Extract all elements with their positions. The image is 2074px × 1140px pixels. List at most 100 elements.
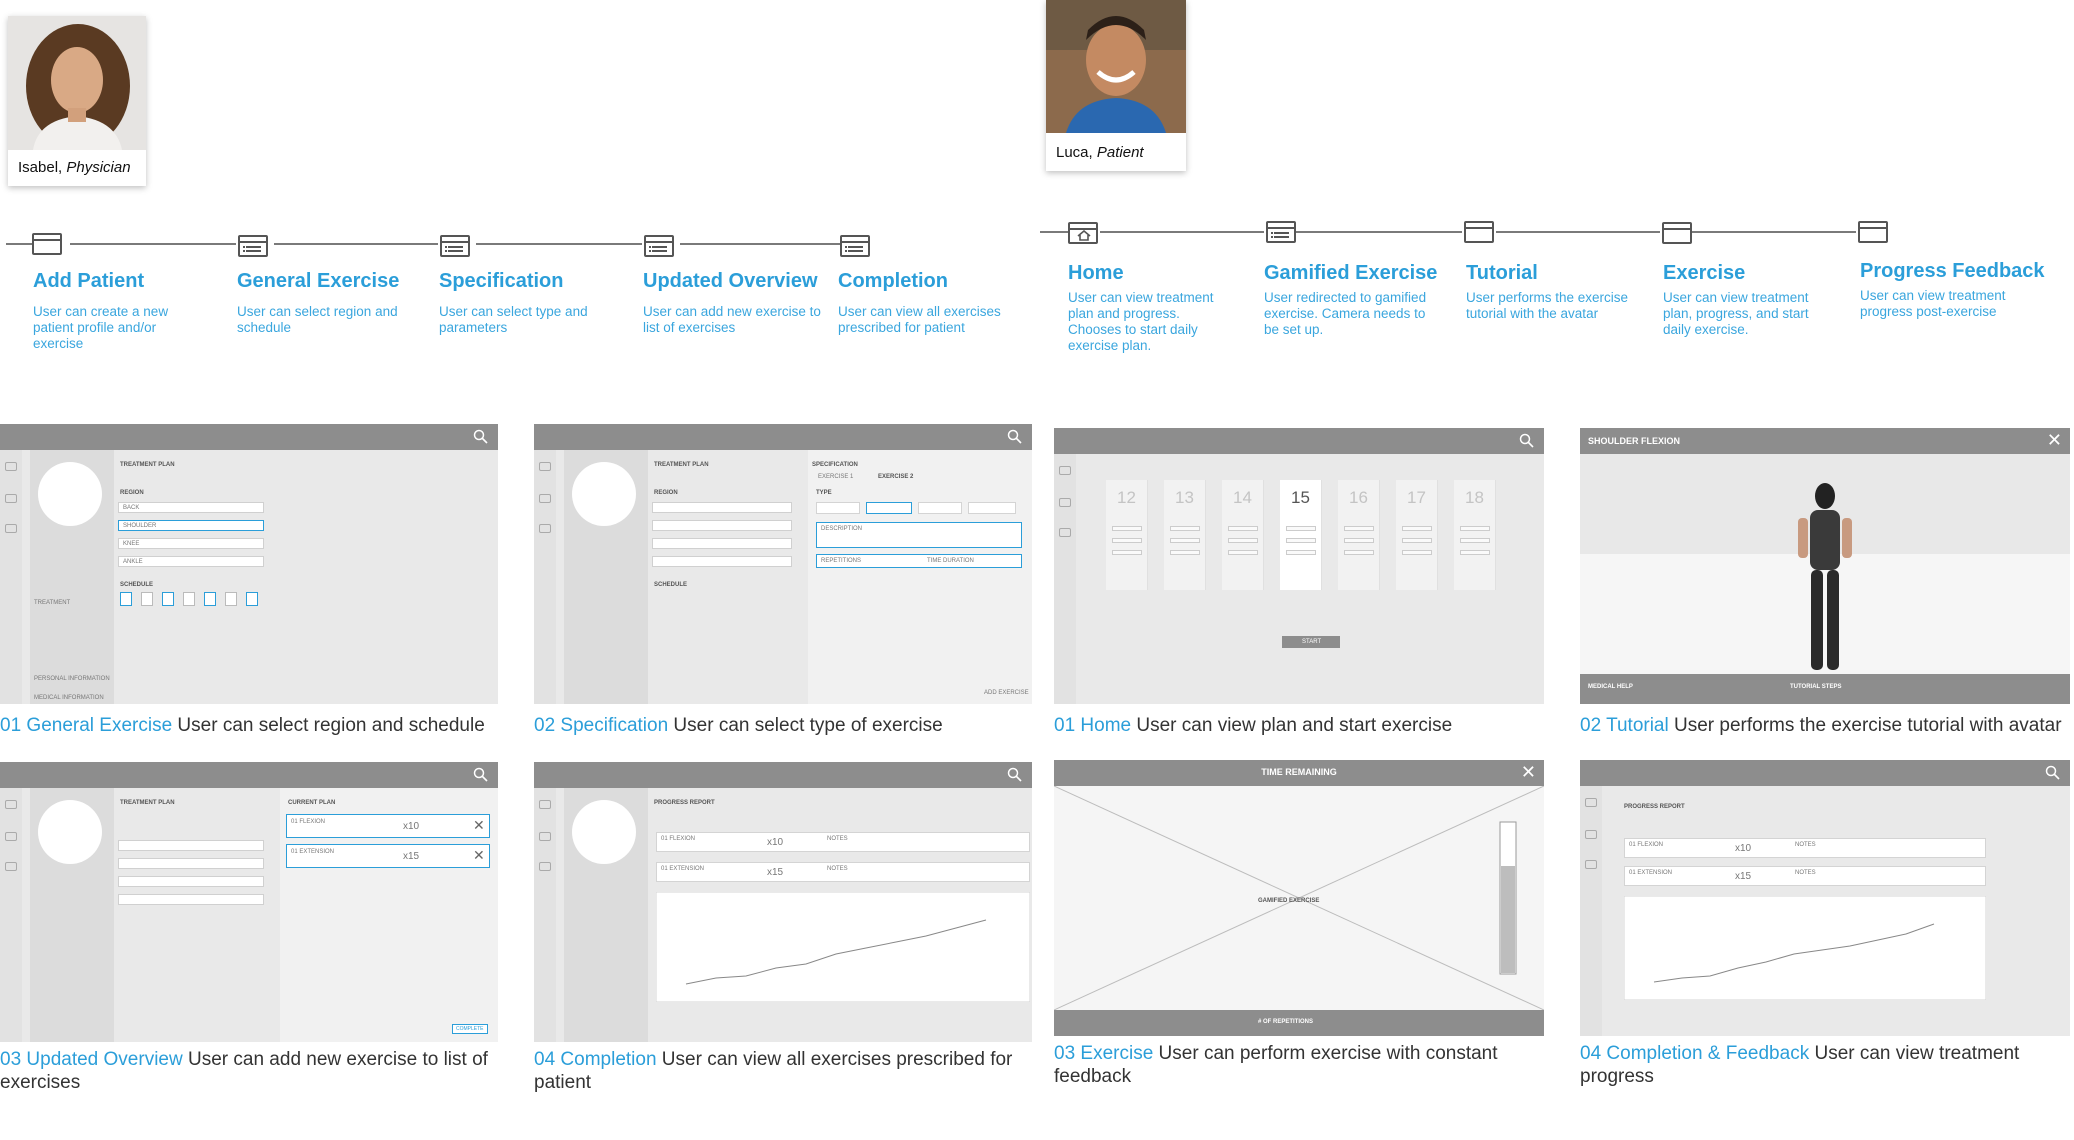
region-row-back[interactable]: BACK (118, 502, 264, 513)
sidebar (0, 788, 22, 1042)
type-option[interactable] (918, 502, 962, 514)
patient-panel: TREATMENT PERSONAL INFORMATION MEDICAL I… (30, 450, 114, 704)
window-icon (32, 233, 62, 255)
type-option-selected[interactable] (866, 502, 912, 514)
chat-icon[interactable] (1585, 860, 1597, 869)
start-button[interactable]: START (1282, 636, 1340, 648)
user-icon[interactable] (1059, 466, 1071, 475)
day-toggle[interactable] (162, 592, 174, 606)
window-icon (1464, 221, 1494, 243)
sidebar (0, 450, 22, 704)
list-window-icon (440, 235, 470, 257)
folder-icon[interactable] (1585, 830, 1597, 839)
step-title-exercise: Exercise (1663, 262, 1746, 284)
close-icon[interactable]: ✕ (1520, 762, 1536, 782)
user-icon[interactable] (5, 462, 17, 471)
description-field[interactable]: DESCRIPTION (816, 522, 1022, 548)
patient-flow-line (1040, 231, 1068, 233)
folder-icon[interactable] (5, 494, 17, 503)
search-icon[interactable] (1519, 433, 1534, 448)
step-title-updated-overview: Updated Overview (643, 270, 818, 292)
region-row[interactable] (118, 894, 264, 905)
region-row[interactable] (652, 538, 792, 549)
user-icon[interactable] (539, 800, 551, 809)
caption-completion-feedback: 04 Completion & Feedback User can view t… (1580, 1043, 2020, 1087)
folder-icon[interactable] (1059, 498, 1071, 507)
caption-specification: 02 Specification User can select type of… (534, 715, 943, 736)
day-toggle[interactable] (225, 592, 237, 606)
search-icon[interactable] (473, 429, 488, 444)
complete-button[interactable]: COMPLETE (452, 1024, 488, 1034)
folder-icon[interactable] (539, 832, 551, 841)
close-icon[interactable]: ✕ (2046, 430, 2062, 450)
close-icon[interactable]: ✕ (473, 817, 485, 833)
region-row-knee[interactable]: KNEE (118, 538, 264, 549)
folder-icon[interactable] (5, 832, 17, 841)
avatar (572, 462, 636, 526)
close-icon[interactable]: ✕ (473, 847, 485, 863)
calendar-day[interactable]: 14 (1222, 480, 1264, 590)
physician-persona-card: Isabel, Physician (8, 16, 146, 186)
region-row-shoulder[interactable]: SHOULDER (118, 520, 264, 531)
user-icon[interactable] (5, 800, 17, 809)
avatar (572, 800, 636, 864)
step-desc-completion: User can view all exercises prescribed f… (838, 304, 1001, 335)
patient-photo (1046, 0, 1186, 133)
caption-exercise: 03 Exercise User can perform exercise wi… (1054, 1043, 1498, 1087)
screen-exercise: TIME REMAINING✕ GAMIFIED EXERCISE # OF R… (1054, 760, 1544, 1036)
list-window-icon (1266, 221, 1296, 243)
search-icon[interactable] (2045, 765, 2060, 780)
search-icon[interactable] (1007, 429, 1022, 444)
type-option[interactable] (968, 502, 1016, 514)
progress-chart (656, 892, 1030, 1002)
step-desc-exercise: User can view treatment plan, progress, … (1663, 290, 1809, 337)
region-row[interactable] (118, 876, 264, 887)
patient-caption: Luca, Patient (1056, 144, 1144, 161)
screen-general-exercise: TREATMENT PERSONAL INFORMATION MEDICAL I… (0, 424, 498, 704)
folder-icon[interactable] (539, 494, 551, 503)
day-toggle[interactable] (204, 592, 216, 606)
chat-icon[interactable] (5, 524, 17, 533)
user-icon[interactable] (539, 462, 551, 471)
user-icon[interactable] (1585, 798, 1597, 807)
calendar-day[interactable]: 17 (1396, 480, 1438, 590)
calendar-day-today[interactable]: 15 (1280, 480, 1322, 590)
chat-icon[interactable] (539, 862, 551, 871)
step-title-specification: Specification (439, 270, 564, 292)
specification-panel: SPECIFICATION EXERCISE 1 EXERCISE 2 TYPE… (808, 450, 1032, 704)
region-row[interactable] (652, 502, 792, 513)
region-row[interactable] (118, 840, 264, 851)
type-option[interactable] (816, 502, 860, 514)
calendar-day[interactable]: 13 (1164, 480, 1206, 590)
step-desc-home: User can view treatment plan and progres… (1068, 290, 1214, 353)
chat-icon[interactable] (1059, 528, 1071, 537)
region-row-ankle[interactable]: ANKLE (118, 556, 264, 567)
physician-flow-line (6, 243, 36, 245)
region-row[interactable] (652, 520, 792, 531)
chat-icon[interactable] (5, 862, 17, 871)
day-toggle[interactable] (120, 592, 132, 606)
calendar-day[interactable]: 12 (1106, 480, 1148, 590)
chat-icon[interactable] (539, 524, 551, 533)
camera-placeholder (1054, 786, 1544, 1010)
search-icon[interactable] (1007, 767, 1022, 782)
day-toggle[interactable] (141, 592, 153, 606)
avatar (38, 462, 102, 526)
region-row[interactable] (652, 556, 792, 567)
calendar-day[interactable]: 18 (1454, 480, 1496, 590)
calendar-day[interactable]: 16 (1338, 480, 1380, 590)
list-window-icon (840, 235, 870, 257)
region-row[interactable] (118, 858, 264, 869)
day-toggle[interactable] (183, 592, 195, 606)
search-icon[interactable] (473, 767, 488, 782)
list-window-icon (238, 235, 268, 257)
day-toggle[interactable] (246, 592, 258, 606)
